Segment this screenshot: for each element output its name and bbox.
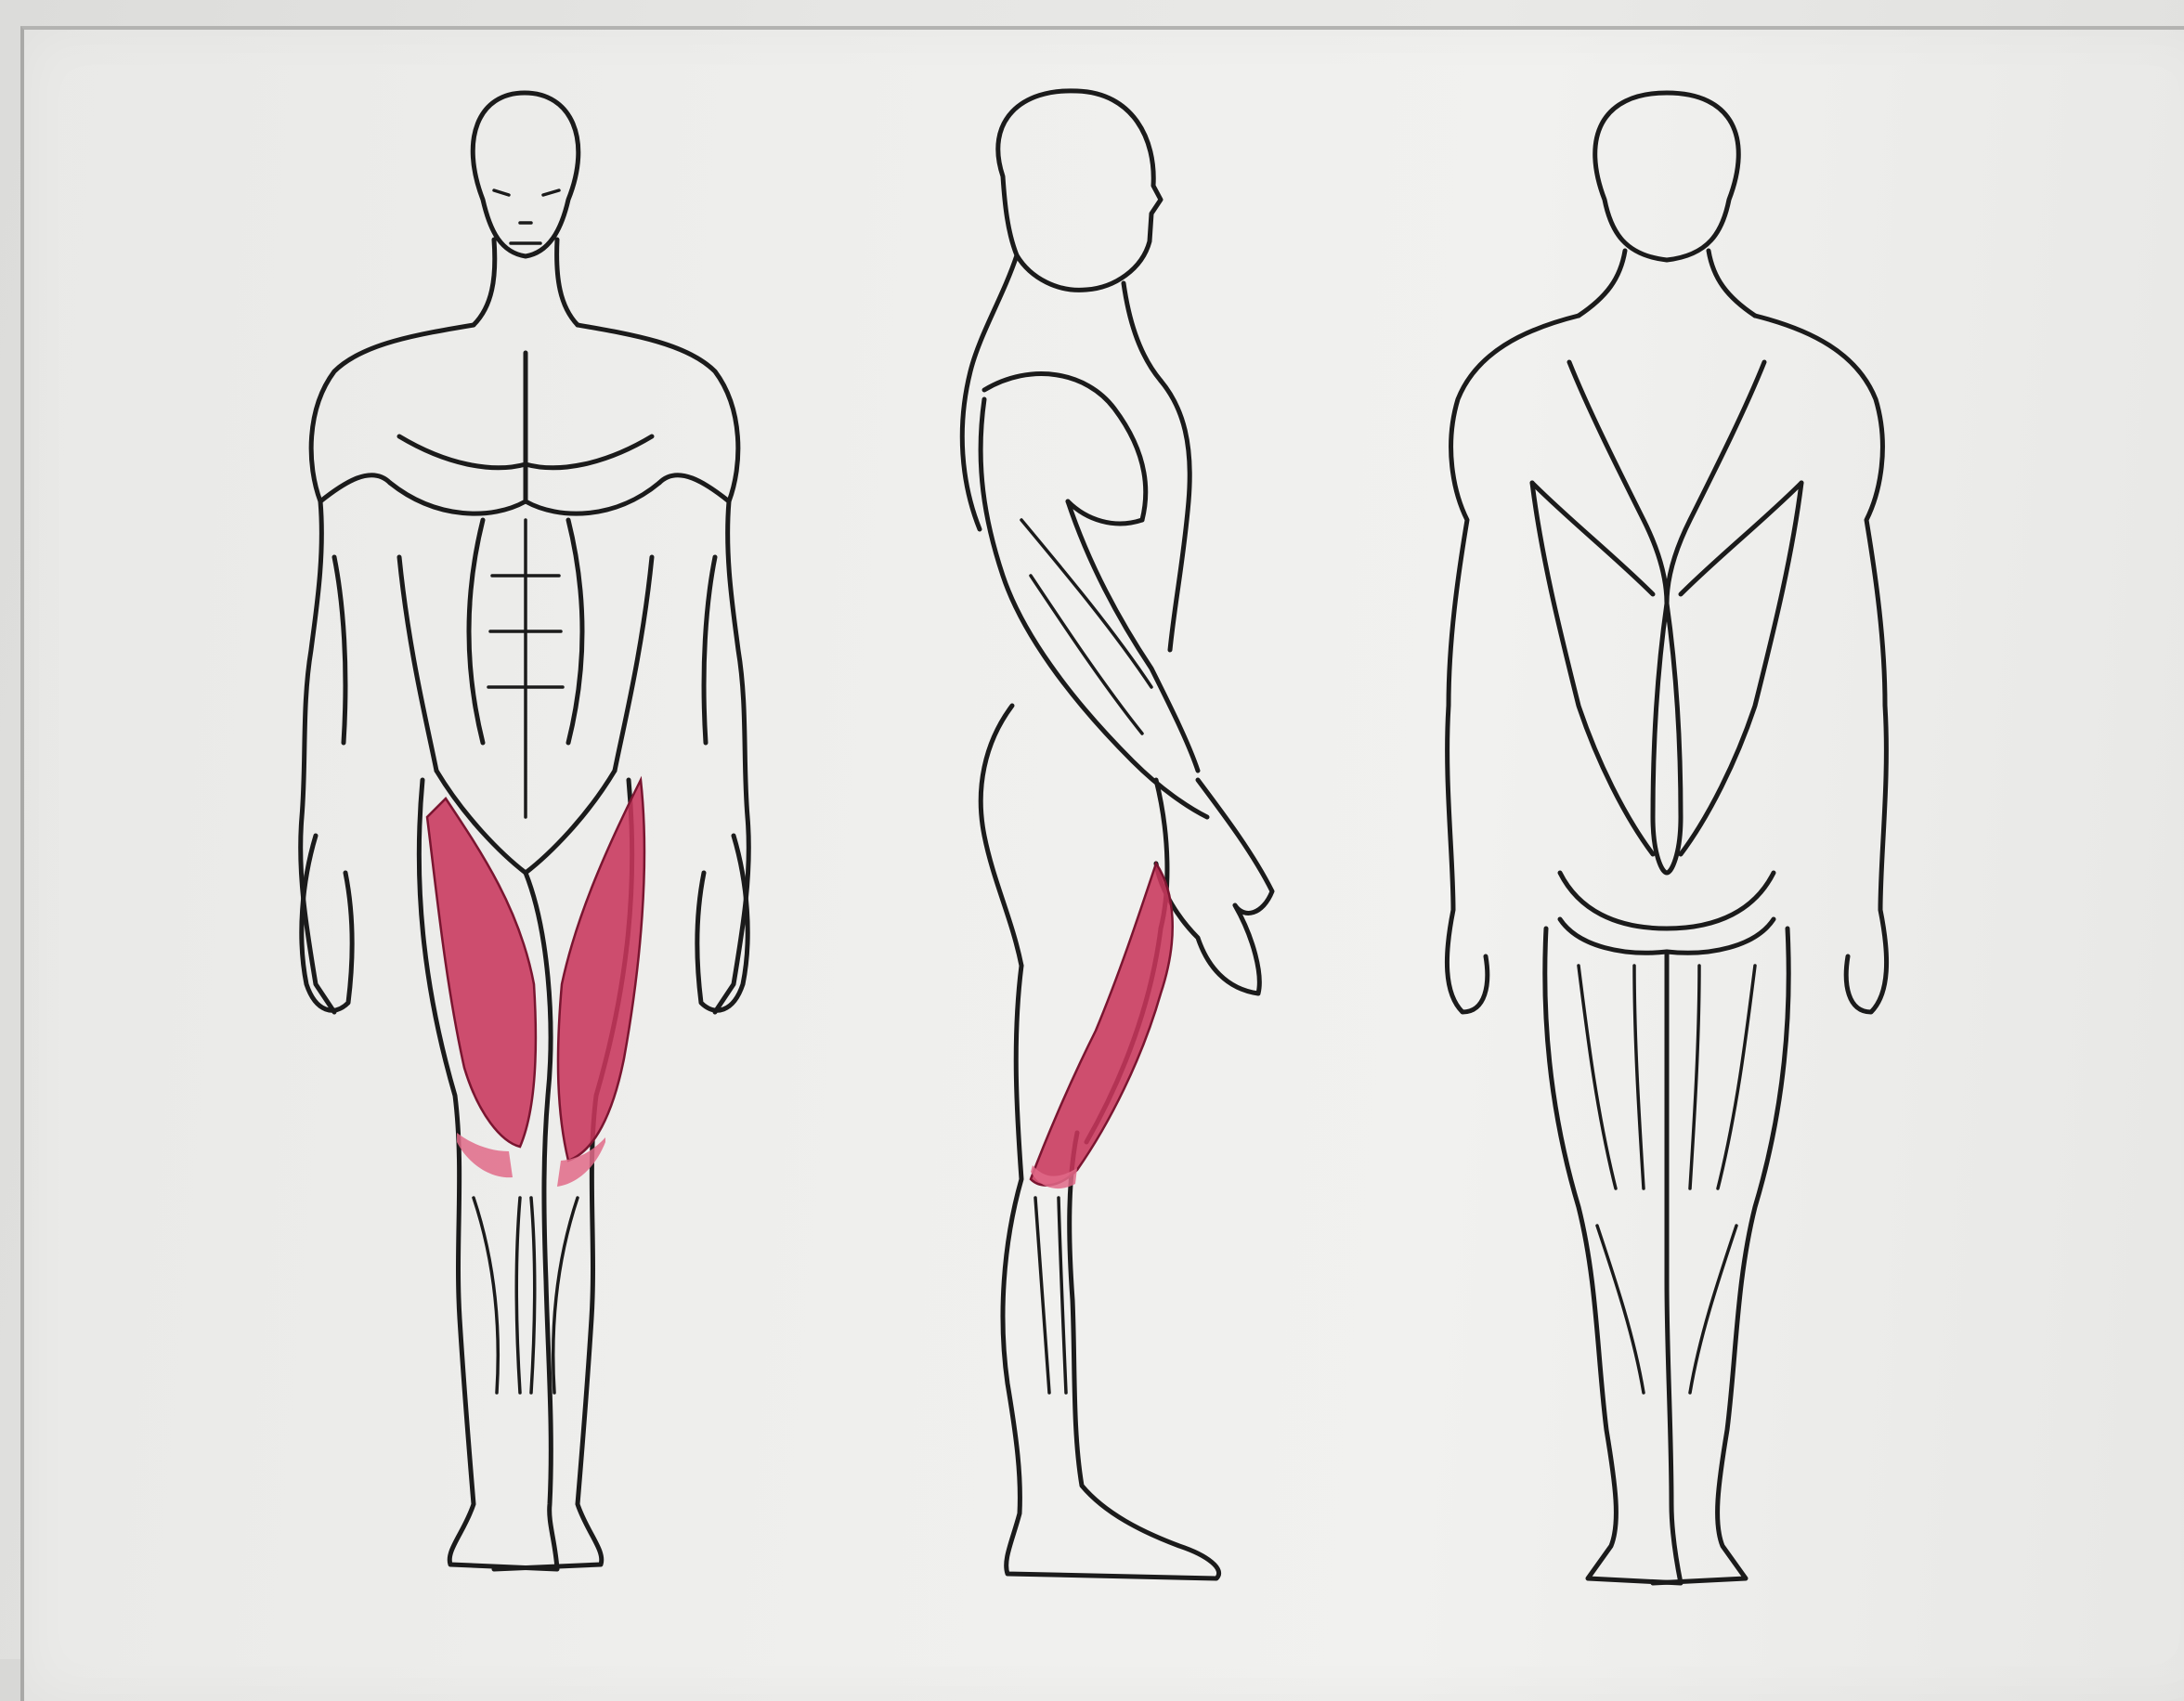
back-view-figure [1447,93,1886,1583]
side-head [998,91,1161,291]
muscle-diagram [0,0,2184,1659]
back-head [1595,93,1739,260]
side-inner-thigh-highlight [1031,863,1173,1188]
front-head [473,93,578,256]
front-view-figure [301,93,749,1569]
side-view-figure [962,91,1272,1578]
